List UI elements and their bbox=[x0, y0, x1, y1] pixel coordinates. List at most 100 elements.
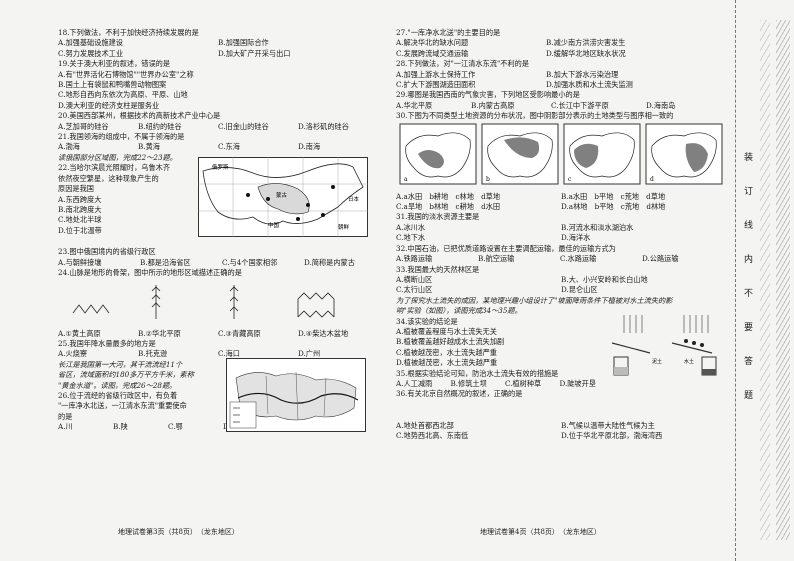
option[interactable]: A.有"世界活化石博物馆""世界办公室"之称 bbox=[58, 69, 194, 79]
option[interactable]: C.与4个国家相邻 bbox=[222, 257, 278, 267]
option[interactable]: D.④柴达木盆地 bbox=[298, 328, 349, 338]
option[interactable]: B.都是沿海省区 bbox=[140, 257, 191, 267]
option[interactable]: D.公路运输 bbox=[642, 254, 679, 264]
option[interactable]: C.水路运输 bbox=[560, 254, 597, 264]
option[interactable]: A.横断山区 bbox=[396, 274, 433, 284]
option[interactable]: A.植被覆盖程度与水土流失无关 bbox=[396, 326, 497, 336]
option[interactable]: C.长江中下游平原 bbox=[551, 100, 609, 110]
option[interactable]: C.地下水 bbox=[396, 233, 426, 243]
option[interactable]: A.芝加哥的硅谷 bbox=[58, 121, 109, 131]
option[interactable]: D.陡坡开垦 bbox=[559, 378, 596, 388]
option[interactable]: C.植被越茂密，水土流失越严重 bbox=[396, 347, 497, 357]
option[interactable]: C.太行山区 bbox=[396, 285, 433, 295]
option[interactable]: D.位于华北平原北部，渤海湾西 bbox=[561, 430, 663, 440]
option[interactable]: A.冰川水 bbox=[396, 222, 426, 232]
option[interactable]: D.昆仑山区 bbox=[561, 285, 598, 295]
option[interactable]: D.植被越茂密，水土流失越严重 bbox=[396, 358, 498, 368]
option[interactable]: D.缓解华北地区缺水状况 bbox=[546, 48, 626, 58]
option[interactable]: D.加强水质和水土流失监测 bbox=[546, 80, 633, 90]
margin-char: 装 bbox=[744, 153, 754, 163]
option[interactable]: B.修筑土坝 bbox=[450, 378, 487, 388]
option[interactable]: B.国土上有袋鼠和鸭嘴兽动物图案 bbox=[58, 80, 167, 90]
option[interactable]: A.解决华北的缺水问题 bbox=[396, 38, 469, 48]
option[interactable]: B.陕 bbox=[113, 422, 128, 432]
option[interactable]: B.②华北平原 bbox=[138, 328, 181, 338]
option[interactable]: A.与朝鲜接壤 bbox=[58, 257, 102, 267]
china-map-panel: a bbox=[399, 123, 477, 185]
option[interactable]: D.a林地 b平地 c荒地 d林地 bbox=[561, 202, 666, 212]
q21-options: A.渤海 B.黄海 C.东海 D.南海 bbox=[58, 142, 380, 152]
option[interactable]: C.植树种草 bbox=[504, 378, 542, 388]
option[interactable]: A.人工减雨 bbox=[396, 378, 433, 388]
intro-22: 读俄国部分区域图，完成22～23题。 bbox=[58, 152, 177, 162]
region-map: 俄罗斯 蒙古 中国 朝鲜 日本 bbox=[198, 157, 368, 238]
margin-char: 要 bbox=[744, 323, 754, 333]
option[interactable]: B.a水田 b平地 c荒地 d草地 bbox=[561, 191, 666, 201]
q21: 21.我国领海的组成中，不属于领海的是 bbox=[58, 132, 185, 142]
option[interactable]: B.南北跨度大 bbox=[58, 204, 102, 214]
option[interactable]: C.地形自西向东依次为高原、平原、山地 bbox=[58, 90, 188, 100]
yangtze-map bbox=[226, 357, 366, 432]
option[interactable]: A.火烧寮 bbox=[58, 349, 88, 359]
option[interactable]: B.纽约的硅谷 bbox=[138, 121, 182, 131]
option[interactable]: C.地势西北高、东南低 bbox=[396, 430, 469, 440]
exp-label: 水土 bbox=[684, 358, 694, 365]
option[interactable]: B.河流水和淡水湖泊水 bbox=[561, 222, 634, 232]
q29-options: A.华北平原 B.内蒙古高原 C.长江中下游平原 D.海南岛 bbox=[396, 101, 736, 111]
option[interactable]: B.加大下游水污染治理 bbox=[546, 69, 619, 79]
option[interactable]: C.东海 bbox=[218, 142, 240, 152]
option[interactable]: C.发展跨流域交通运输 bbox=[396, 48, 469, 58]
option[interactable]: A.铁路运输 bbox=[396, 254, 433, 264]
q35-options: A.人工减雨 B.修筑土坝 C.植树种草 D.陡坡开垦 bbox=[396, 379, 596, 389]
intro-26-line3: "黄金水道"。读图，完成26～28题。 bbox=[58, 380, 177, 390]
option[interactable]: A.a水田 b耕地 c林地 d草地 bbox=[396, 191, 501, 201]
option[interactable]: C.鄂 bbox=[168, 422, 183, 432]
option[interactable]: A.渤海 bbox=[58, 142, 80, 152]
land-type-shading bbox=[504, 137, 540, 158]
option[interactable]: C.旧金山的硅谷 bbox=[218, 121, 269, 131]
margin-char: 订 bbox=[744, 187, 754, 197]
option[interactable]: D.简称是内蒙古 bbox=[304, 257, 355, 267]
option[interactable]: C.海口 bbox=[218, 349, 240, 359]
q20: 20.美国西部某州，根据技术的高新技术产业中心是 bbox=[58, 111, 221, 121]
option[interactable]: B.内蒙古高原 bbox=[471, 100, 515, 110]
option[interactable]: C.努力发展技术工业 bbox=[58, 48, 124, 58]
option[interactable]: D.广州 bbox=[298, 349, 321, 359]
map-letter: a bbox=[404, 176, 408, 183]
option[interactable]: B.加强国际合作 bbox=[218, 38, 269, 48]
mountain-diagrams bbox=[72, 284, 335, 319]
option[interactable]: B.航空运输 bbox=[478, 254, 515, 264]
option[interactable]: C.地处北半球 bbox=[58, 215, 102, 225]
option[interactable]: D.加大矿产开采与出口 bbox=[218, 48, 291, 58]
option[interactable]: D.南海 bbox=[298, 142, 321, 152]
option[interactable]: B.大、小兴安岭和长白山地 bbox=[561, 274, 648, 284]
option[interactable]: C.a旱地 b林地 c耕地 d水田 bbox=[396, 202, 501, 212]
option[interactable]: B.减少南方洪涝灾害发生 bbox=[546, 38, 626, 48]
option[interactable]: B.气候以温带大陆性气候为主 bbox=[561, 420, 655, 430]
option[interactable]: D.位于北温带 bbox=[58, 225, 102, 235]
option[interactable]: D.澳大利亚的经济支柱是服务业 bbox=[58, 100, 160, 110]
option[interactable]: A.华北平原 bbox=[396, 100, 433, 110]
option[interactable]: B.黄海 bbox=[138, 142, 160, 152]
q33-options-2: C.太行山区 D.昆仑山区 bbox=[396, 285, 736, 295]
q26-line2: "一库净水北送，一江清水东流"重要使命 bbox=[58, 401, 187, 411]
exp-label: 泥土 bbox=[652, 358, 662, 365]
option[interactable]: A.①黄土高原 bbox=[58, 328, 101, 338]
option[interactable]: B.植被覆盖越好越成水土流失加剧 bbox=[396, 337, 505, 347]
option[interactable]: A.加强上游水土保持工作 bbox=[396, 69, 476, 79]
option[interactable]: D.洛杉矶的硅谷 bbox=[298, 121, 349, 131]
option[interactable]: B.托克逊 bbox=[138, 349, 168, 359]
q19: 19.关于澳大利亚的叙述，错误的是 bbox=[58, 59, 171, 69]
option[interactable]: C.③青藏高原 bbox=[218, 328, 261, 338]
option[interactable]: D.海南岛 bbox=[646, 100, 676, 110]
margin-char: 答 bbox=[744, 357, 754, 367]
option[interactable]: A.加强基础设施建设 bbox=[58, 38, 123, 48]
option[interactable]: A.地处首都西北部 bbox=[396, 420, 454, 430]
q27: 27."一库净水北送"的主要目的是 bbox=[396, 28, 501, 37]
option[interactable]: C.扩大下游围湖造田面积 bbox=[396, 80, 476, 90]
option[interactable]: A.川 bbox=[58, 422, 73, 432]
option[interactable]: D.海洋水 bbox=[561, 233, 591, 243]
q26-line3: 的是 bbox=[58, 411, 73, 421]
option[interactable]: A.东西跨度大 bbox=[58, 194, 102, 204]
q20-options: A.芝加哥的硅谷 B.纽约的硅谷 C.旧金山的硅谷 D.洛杉矶的硅谷 bbox=[58, 122, 380, 132]
